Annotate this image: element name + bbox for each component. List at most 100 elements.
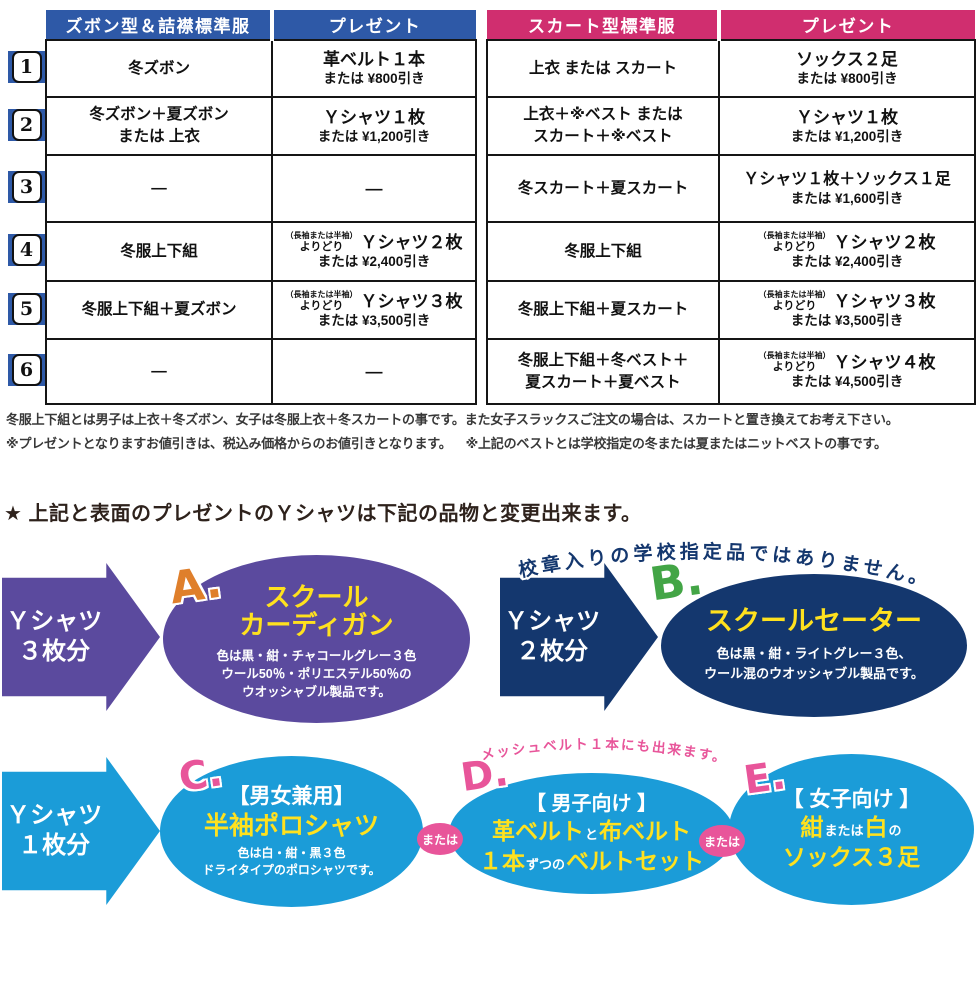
- footnote-vest: ※上記のベストとは学校指定の冬または夏またはニットベストの事です。: [465, 436, 887, 452]
- girls-item-header: スカート型標準服: [487, 10, 719, 40]
- present-main: Ｙシャツ１枚: [323, 107, 425, 127]
- present-main: Ｙシャツ１枚＋ソックス１足: [743, 170, 951, 188]
- item-text: 冬服上下組＋夏ズボン: [81, 301, 237, 319]
- present-main: Ｙシャツ１枚: [796, 107, 898, 127]
- boys-item-cell: 冬服上下組＋夏ズボン: [45, 280, 273, 340]
- item-text: 冬服上下組＋夏スカート: [517, 301, 689, 319]
- table-row: 上衣＋※ベスト または スカート＋※ベスト Ｙシャツ１枚 または ¥1,200引…: [486, 96, 976, 156]
- girls-item-cell: 冬服上下組: [486, 221, 720, 282]
- boys-present-header: プレゼント: [270, 10, 476, 40]
- option-e-socks: 【 女子向け 】 紺または白の ソックス３足: [729, 754, 974, 905]
- girls-present-cell: （長袖または半袖）よりどり Ｙシャツ２枚 または ¥2,400引き: [718, 221, 976, 282]
- table-row: 冬服上下組＋冬ベスト＋ 夏スカート＋夏ベスト （長袖または半袖）よりどり Ｙシャ…: [486, 338, 976, 405]
- option-d-tag: 【 男子向け 】: [525, 792, 658, 815]
- table-row: 6 — —: [8, 338, 477, 405]
- arrow-3-shirts: Ｙシャツ ３枚分: [2, 563, 160, 711]
- item-text: 冬服上下組＋冬ベスト＋: [517, 351, 689, 369]
- option-a-description: 色は黒・紺・チャコールグレー３色 ウール50％・ポリエステル50％の ウオッシャ…: [216, 648, 417, 700]
- option-a-letter: A.: [166, 556, 225, 615]
- or-connector: または: [417, 823, 463, 855]
- option-c-letter: C.: [176, 750, 226, 801]
- table-row: 4 冬服上下組 （長袖または半袖）よりどり Ｙシャツ２枚 または ¥2,400引…: [8, 221, 477, 282]
- girls-present-cell: （長袖または半袖）よりどり Ｙシャツ３枚 または ¥3,500引き: [718, 280, 976, 340]
- sleeve-note: （長袖または半袖）よりどり: [758, 351, 831, 374]
- boys-item-cell: 冬ズボン: [45, 39, 273, 98]
- present-sub: または ¥4,500引き: [790, 374, 904, 390]
- present-sub: または ¥1,200引き: [317, 128, 431, 144]
- option-b-letter: B.: [646, 550, 707, 612]
- row-number: 1: [11, 51, 42, 83]
- present-main: Ｙシャツ２枚: [833, 233, 936, 253]
- option-e-tag: 【 女子向け 】: [782, 787, 921, 811]
- table-row: 冬服上下組＋夏スカート （長袖または半袖）よりどり Ｙシャツ３枚 または ¥3,…: [486, 280, 976, 340]
- present-main: —: [365, 178, 383, 198]
- girls-present-cell: （長袖または半袖）よりどり Ｙシャツ４枚 または ¥4,500引き: [718, 338, 976, 405]
- present-main: Ｙシャツ４枚: [833, 353, 936, 373]
- sleeve-note: （長袖または半袖）よりどり: [285, 289, 358, 312]
- footnote-line2: ※プレゼントとなりますお値引きは、税込み価格からのお値引きとなります。 ※上記のベ…: [6, 432, 978, 456]
- girls-present-header: プレゼント: [717, 10, 975, 40]
- boys-item-header: ズボン型＆詰襟標準服: [46, 10, 272, 40]
- present-sub: または ¥800引き: [323, 71, 425, 87]
- girls-item-cell: 上衣＋※ベスト または スカート＋※ベスト: [486, 96, 720, 156]
- corner-cell: [8, 10, 46, 40]
- sleeve-note: （長袖または半袖）よりどり: [758, 289, 831, 312]
- sleeve-note: （長袖または半袖）よりどり: [285, 231, 358, 254]
- footnote-line1: 冬服上下組とは男子は上衣＋冬ズボン、女子は冬服上衣＋冬スカートの事です。また女子…: [6, 412, 899, 427]
- footnote-discount: ※プレゼントとなりますお値引きは、税込み価格からのお値引きとなります。: [6, 436, 452, 452]
- girls-item-cell: 冬服上下組＋冬ベスト＋ 夏スカート＋夏ベスト: [486, 338, 720, 405]
- boys-uniform-table: ズボン型＆詰襟標準服 プレゼント 1 冬ズボン 革ベルト１本 または ¥800引…: [8, 10, 477, 405]
- present-sub: または ¥3,500引き: [317, 312, 431, 328]
- girls-present-cell: Ｙシャツ１枚 または ¥1,200引き: [718, 96, 976, 156]
- sleeve-note: （長袖または半袖）よりどり: [758, 231, 831, 254]
- item-text: 上衣＋※ベスト または: [523, 106, 683, 124]
- arrow-label: Ｙシャツ ３枚分: [6, 608, 103, 665]
- item-text: 冬服上下組: [564, 242, 642, 260]
- option-c-tag: 【男女兼用】: [228, 785, 355, 809]
- girls-present-cell: ソックス２足 または ¥800引き: [718, 39, 976, 98]
- girls-item-cell: 上衣 または スカート: [486, 39, 720, 98]
- present-main: Ｙシャツ２枚: [360, 233, 463, 253]
- boys-present-cell: —: [271, 338, 477, 405]
- option-d-line2: １本ずつのベルトセット: [478, 847, 704, 874]
- option-c-title: 半袖ポロシャツ: [203, 811, 379, 840]
- item-text: または 上衣: [118, 128, 200, 145]
- option-d-belt-set: 【 男子向け 】 革ベルトと布ベルト １本ずつのベルトセット: [449, 773, 734, 894]
- girls-uniform-table: スカート型標準服 プレゼント 上衣 または スカート ソックス２足 または ¥8…: [486, 10, 976, 405]
- table-row: 1 冬ズボン 革ベルト１本 または ¥800引き: [8, 39, 477, 98]
- option-d-line1: 革ベルトと布ベルト: [491, 817, 691, 844]
- option-b-description: 色は黒・紺・ライトグレー３色、 ウール混のウオッシャブル製品です。: [704, 645, 924, 681]
- present-sub: または ¥1,600引き: [790, 190, 904, 206]
- boys-item-cell: 冬ズボン＋夏ズボン または 上衣: [45, 96, 273, 156]
- row-number: 5: [11, 292, 42, 325]
- exchange-heading: ★ 上記と表面のプレゼントのＹシャツは下記の品物と変更出来ます。: [4, 503, 642, 525]
- row-number: 3: [11, 171, 42, 203]
- option-e-line1: 紺または白の: [800, 814, 902, 841]
- girls-present-cell: Ｙシャツ１枚＋ソックス１足 または ¥1,600引き: [718, 154, 976, 223]
- item-text: 冬ズボン: [127, 59, 190, 77]
- present-sub: または ¥1,200引き: [790, 128, 904, 144]
- item-text: 冬服上下組: [120, 242, 198, 260]
- boys-present-cell: Ｙシャツ１枚 または ¥1,200引き: [271, 96, 477, 156]
- present-sub: または ¥2,400引き: [790, 254, 904, 270]
- present-sub: または ¥2,400引き: [317, 254, 431, 270]
- option-e-letter: E.: [741, 753, 789, 804]
- item-text: 夏スカート＋夏ベスト: [525, 373, 681, 391]
- table-row: 3 — —: [8, 154, 477, 223]
- present-main: ソックス２足: [796, 50, 898, 70]
- boys-present-cell: （長袖または半袖）よりどり Ｙシャツ３枚 または ¥3,500引き: [271, 280, 477, 340]
- item-text: 上衣 または スカート: [528, 59, 678, 77]
- table-row: 上衣 または スカート ソックス２足 または ¥800引き: [486, 39, 976, 98]
- option-c-polo: 【男女兼用】 半袖ポロシャツ 色は白・紺・黒３色 ドライタイプのポロシャツです。: [160, 756, 423, 907]
- option-d-letter: D.: [458, 749, 512, 802]
- item-text: 冬スカート＋夏スカート: [517, 179, 689, 197]
- present-main: 革ベルト１本: [323, 50, 425, 70]
- girls-item-cell: 冬服上下組＋夏スカート: [486, 280, 720, 340]
- item-text: スカート＋※ベスト: [533, 128, 673, 145]
- item-text: —: [151, 362, 167, 380]
- option-b-sweater: スクールセーター 色は黒・紺・ライトグレー３色、 ウール混のウオッシャブル製品で…: [661, 574, 967, 717]
- arrow-1-shirt: Ｙシャツ １枚分: [2, 757, 160, 905]
- boys-item-cell: —: [45, 338, 273, 405]
- present-sub: または ¥800引き: [796, 71, 898, 87]
- table-header-row: スカート型標準服 プレゼント: [487, 10, 975, 40]
